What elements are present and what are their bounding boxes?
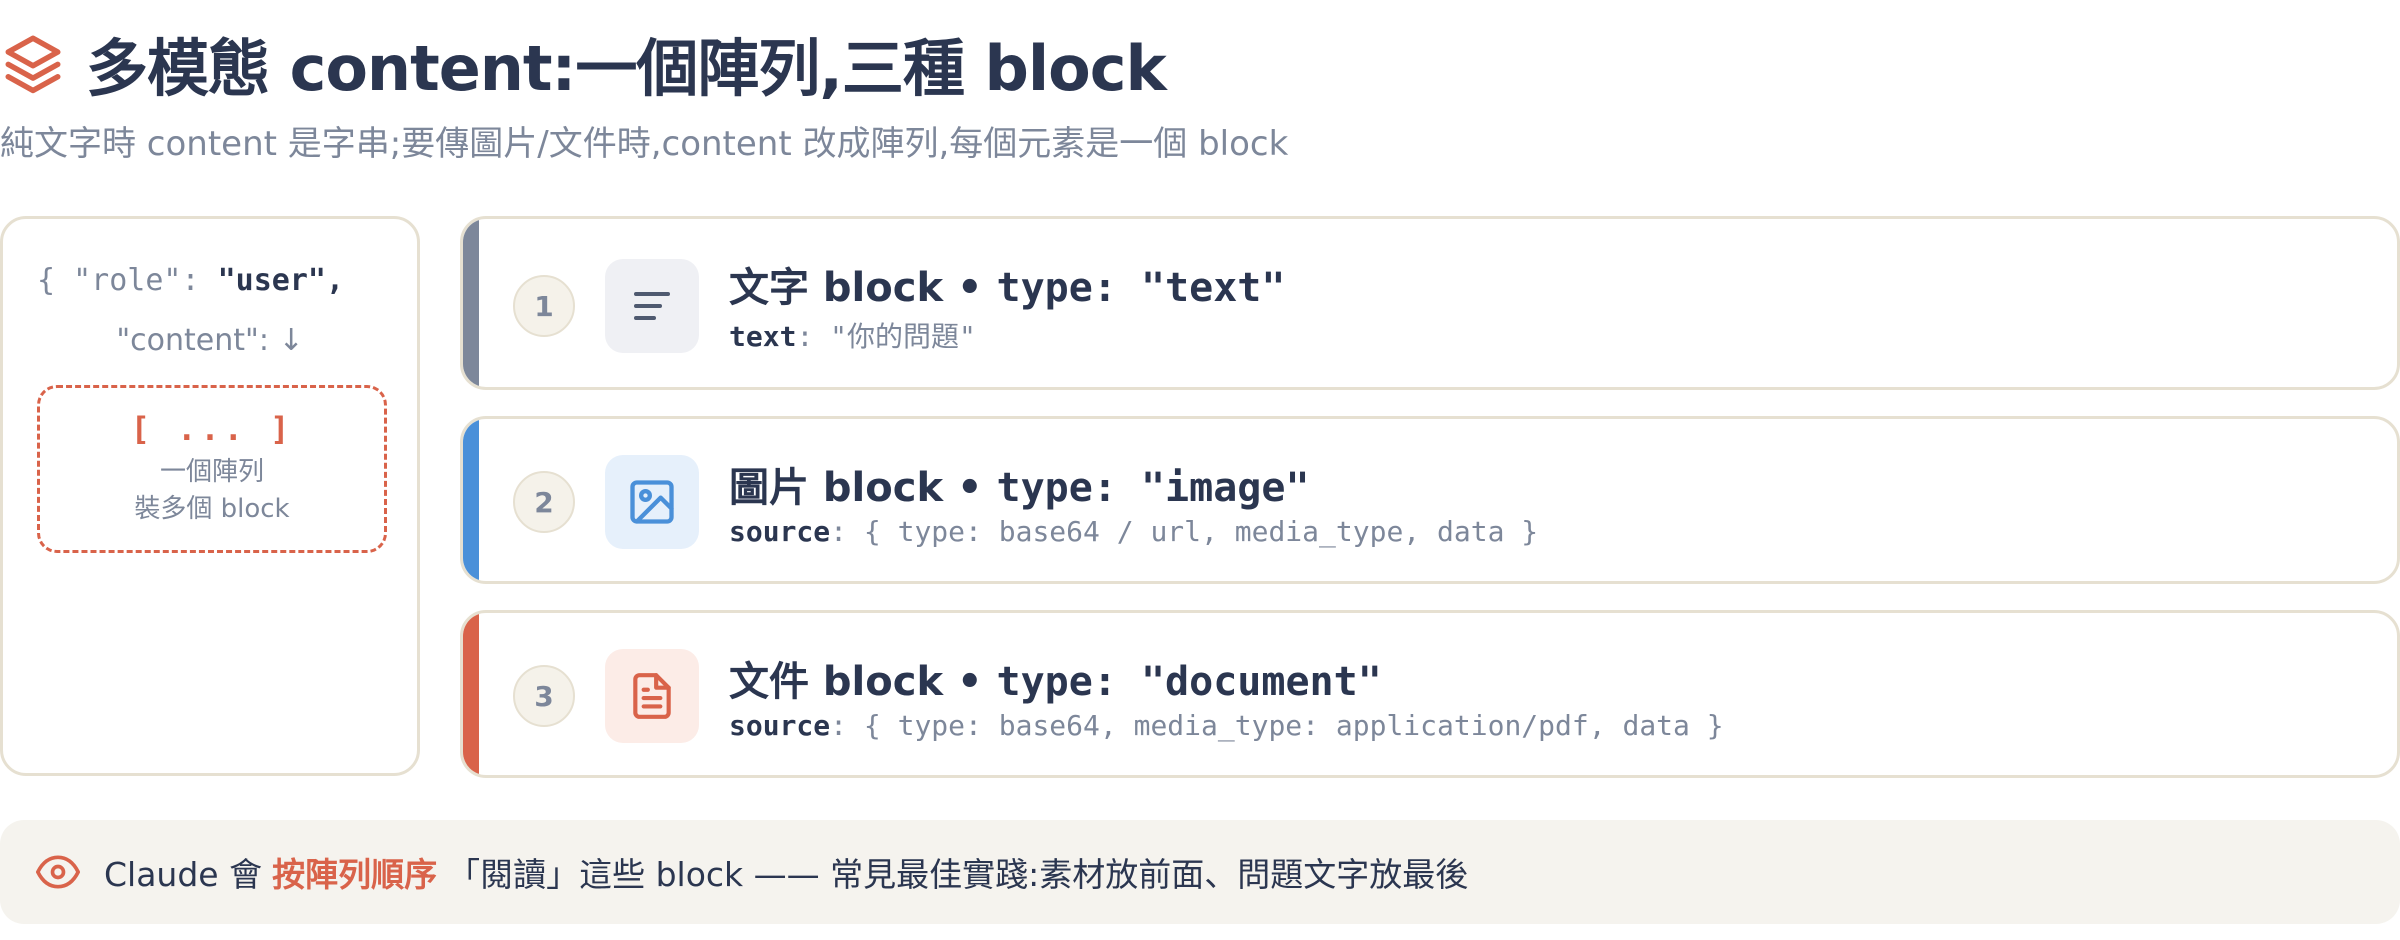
block-title-prefix: 文件 block • bbox=[729, 659, 997, 705]
footer-emphasis: 按陣列順序 bbox=[272, 855, 438, 894]
content-label: "content": ↓ bbox=[116, 323, 304, 358]
block-detail-key: source bbox=[729, 515, 831, 548]
footer-post: 「閱讀」這些 block —— 常見最佳實踐:素材放前面、問題文字放最後 bbox=[447, 855, 1469, 894]
block-detail: text: "你的問題" bbox=[729, 315, 976, 355]
document-icon-box bbox=[605, 649, 699, 743]
accent-bar bbox=[463, 219, 479, 387]
footer-note: Claude 會 按陣列順序 「閱讀」這些 block —— 常見最佳實踐:素材… bbox=[0, 820, 2400, 924]
block-detail-value: : { type: base64, media_type: applicatio… bbox=[830, 709, 1724, 742]
block-title: 文件 block • type: "document" bbox=[729, 649, 1382, 707]
eye-icon bbox=[36, 855, 80, 889]
block-title: 文字 block • type: "text" bbox=[729, 255, 1285, 313]
role-value: "user", bbox=[217, 263, 345, 298]
array-box: [ ... ] 一個陣列 裝多個 block bbox=[37, 385, 387, 553]
message-card: { "role": "user", "content": ↓ [ ... ] 一… bbox=[0, 216, 420, 776]
block-title-prefix: 圖片 block • bbox=[729, 465, 997, 511]
image-icon bbox=[630, 480, 674, 524]
block-detail: source: { type: base64, media_type: appl… bbox=[729, 709, 1724, 742]
layers-icon bbox=[5, 35, 61, 94]
document-icon bbox=[633, 673, 671, 719]
text-lines-icon bbox=[634, 292, 670, 320]
text-block-card: 1 文字 block • type: "text" text: "你的問題" bbox=[460, 216, 2400, 390]
block-title-type: type: "image" bbox=[996, 465, 1310, 511]
text-icon-box bbox=[605, 259, 699, 353]
page-title: 多模態 content:一個陣列,三種 block bbox=[86, 32, 1167, 105]
role-prefix: { "role": bbox=[37, 263, 218, 298]
array-bracket: [ ... ] bbox=[130, 410, 294, 448]
array-desc-line2: 裝多個 block bbox=[134, 494, 290, 524]
image-icon-box bbox=[605, 455, 699, 549]
array-desc-line1: 一個陣列 bbox=[159, 457, 264, 487]
block-title-type: type: "document" bbox=[996, 659, 1382, 705]
block-detail-value: : { type: base64 / url, media_type, data… bbox=[830, 515, 1539, 548]
block-detail: source: { type: base64 / url, media_type… bbox=[729, 515, 1538, 548]
block-number: 2 bbox=[513, 471, 575, 533]
image-block-card: 2 圖片 block • type: "image" source: { typ… bbox=[460, 416, 2400, 584]
block-title-prefix: 文字 block • bbox=[729, 265, 997, 311]
accent-bar bbox=[463, 419, 479, 581]
footer-pre: Claude 會 bbox=[104, 855, 263, 894]
role-line: { "role": "user", bbox=[37, 263, 344, 298]
block-detail-key: text bbox=[729, 320, 797, 353]
header: 多模態 content:一個陣列,三種 block bbox=[0, 18, 1167, 108]
block-title-type: type: "text" bbox=[996, 265, 1286, 311]
block-title: 圖片 block • type: "image" bbox=[729, 455, 1310, 513]
document-block-card: 3 文件 block • type: "document" source: { … bbox=[460, 610, 2400, 778]
block-number: 1 bbox=[513, 275, 575, 337]
page-subtitle: 純文字時 content 是字串;要傳圖片/文件時,content 改成陣列,每… bbox=[0, 124, 1289, 164]
block-detail-value: : "你的問題" bbox=[796, 320, 976, 353]
block-number: 3 bbox=[513, 665, 575, 727]
block-detail-key: source bbox=[729, 709, 831, 742]
accent-bar bbox=[463, 613, 479, 775]
